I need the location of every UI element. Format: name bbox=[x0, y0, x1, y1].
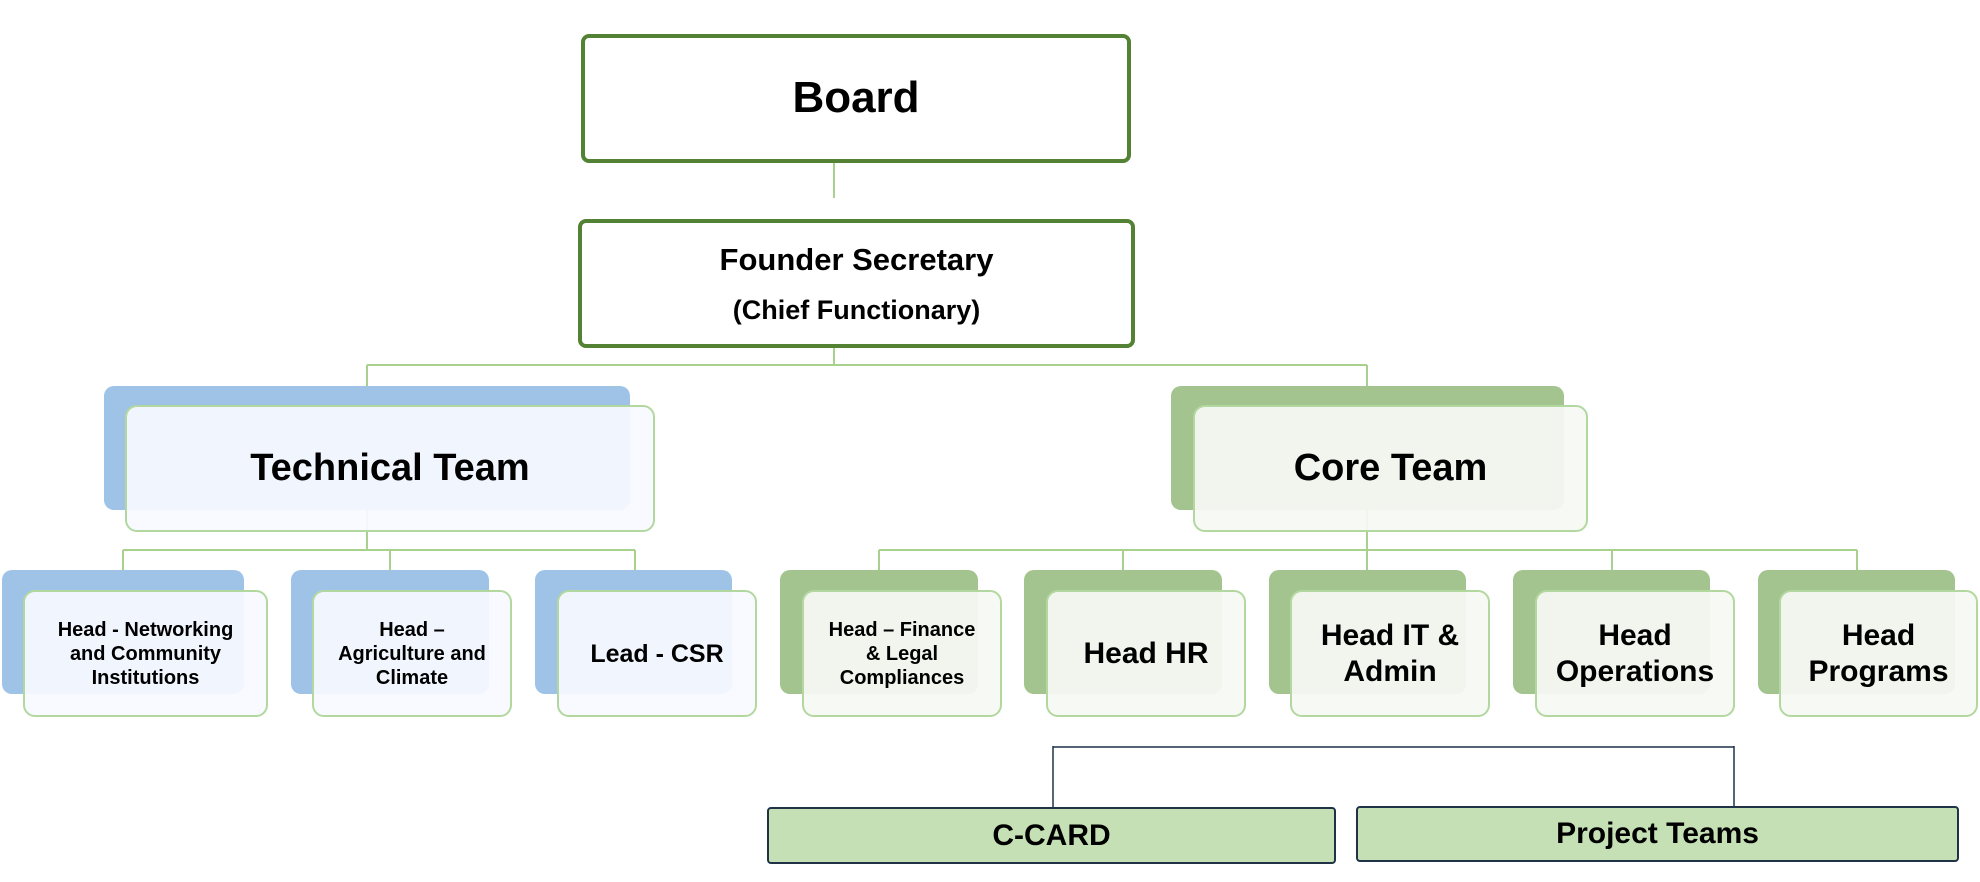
head-operations-line-1: Head bbox=[1598, 618, 1672, 652]
project-teams-box: Project Teams bbox=[1356, 806, 1959, 862]
project-teams-label: Project Teams bbox=[1556, 817, 1759, 850]
head-programs-line-2: Programs bbox=[1808, 654, 1949, 688]
head-it-admin-box: Head IT & Admin bbox=[1290, 590, 1490, 717]
head-operations-box: Head Operations bbox=[1535, 590, 1735, 717]
head-it-admin-line-1: Head IT & bbox=[1320, 618, 1460, 652]
head-networking-box: Head - Networking and Community Institut… bbox=[23, 590, 268, 717]
head-hr-box: Head HR bbox=[1046, 590, 1246, 717]
founder-title: Founder Secretary bbox=[719, 241, 994, 277]
board-label: Board bbox=[792, 73, 920, 123]
technical-team-label: Technical Team bbox=[250, 446, 530, 489]
head-programs-box: Head Programs bbox=[1779, 590, 1978, 717]
core-team-label: Core Team bbox=[1293, 446, 1488, 489]
head-finance-box: Head – Finance & Legal Compliances bbox=[802, 590, 1002, 717]
founder-subtitle: (Chief Functionary) bbox=[732, 294, 981, 325]
head-operations-line-2: Operations bbox=[1555, 654, 1715, 688]
head-hr-label: Head HR bbox=[1083, 636, 1209, 670]
founder-box: Founder Secretary (Chief Functionary) bbox=[578, 219, 1135, 348]
technical-team-box: Technical Team bbox=[125, 405, 655, 532]
head-agriculture-line-3: Climate bbox=[375, 666, 449, 689]
head-agriculture-line-1: Head – bbox=[379, 618, 445, 641]
board-box: Board bbox=[581, 34, 1131, 163]
head-networking-line-3: Institutions bbox=[91, 666, 200, 689]
head-programs-line-1: Head bbox=[1841, 618, 1916, 652]
core-team-box: Core Team bbox=[1193, 405, 1588, 532]
head-finance-line-2: & Legal bbox=[865, 642, 939, 665]
lead-csr-label: Lead - CSR bbox=[590, 639, 724, 668]
head-agriculture-box: Head – Agriculture and Climate bbox=[312, 590, 512, 717]
head-agriculture-line-2: Agriculture and bbox=[338, 642, 486, 665]
lead-csr-box: Lead - CSR bbox=[557, 590, 757, 717]
head-finance-line-3: Compliances bbox=[839, 666, 965, 689]
head-finance-line-1: Head – Finance bbox=[828, 618, 976, 641]
c-card-box: C-CARD bbox=[767, 807, 1336, 864]
head-networking-line-1: Head - Networking bbox=[57, 618, 234, 641]
c-card-label: C-CARD bbox=[992, 818, 1111, 852]
head-networking-line-2: and Community bbox=[69, 642, 222, 665]
head-it-admin-line-2: Admin bbox=[1343, 654, 1437, 688]
